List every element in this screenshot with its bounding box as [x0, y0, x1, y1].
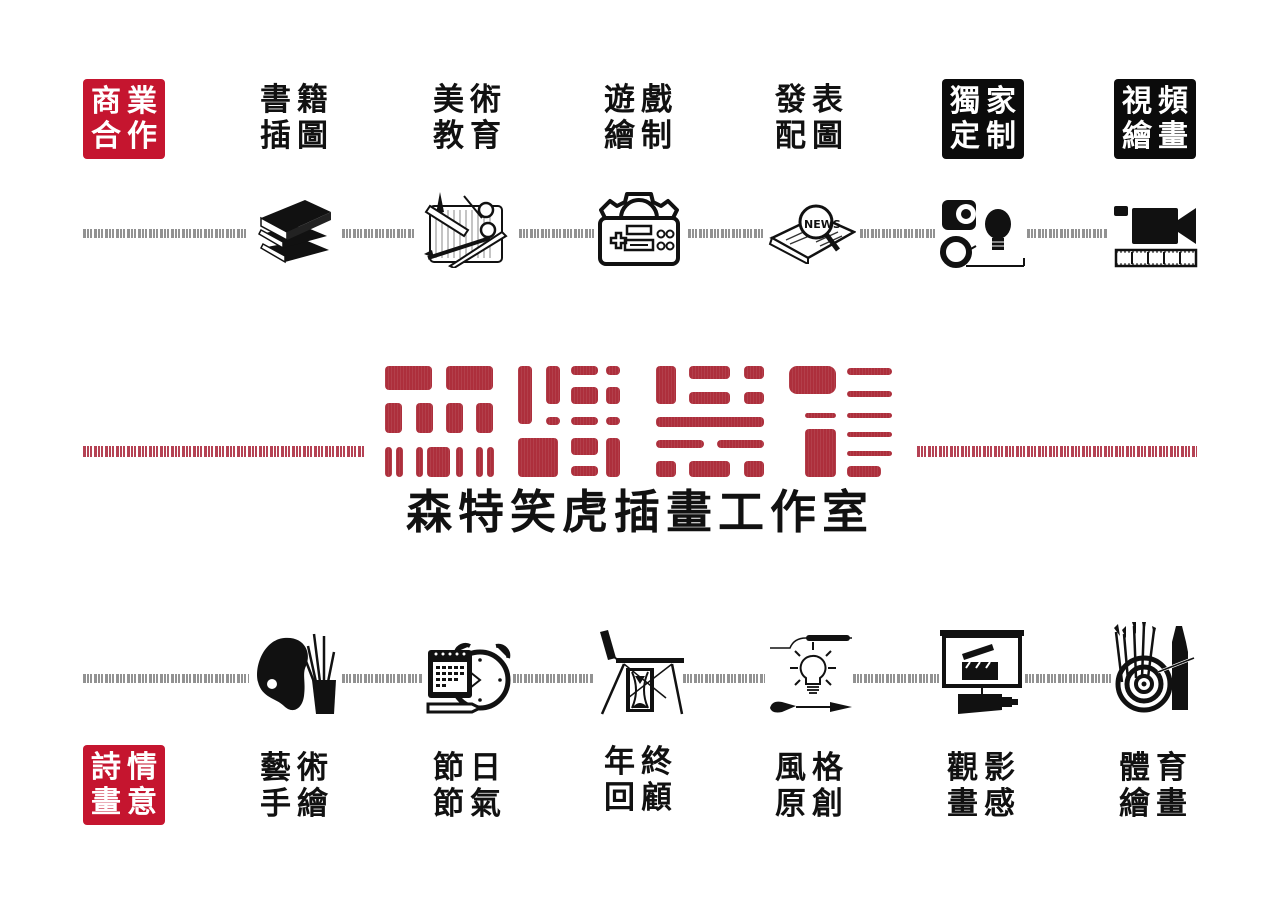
svg-text:NEWS: NEWS: [804, 218, 841, 231]
label-line-2: 回顧: [604, 780, 678, 816]
studio-title: 森特笑虎插畫工作室: [406, 485, 874, 539]
badge-line-1: 視頻: [1122, 84, 1194, 119]
bottom-connector-6: [1025, 674, 1111, 683]
lightbulb-idea-icon: [770, 635, 852, 713]
bottom-connector-3: [513, 674, 593, 683]
label-line-2: 畫感: [947, 786, 1021, 822]
badge-line-2: 合作: [91, 119, 163, 154]
label-game-drawing: 遊戲 繪制: [599, 82, 683, 154]
bottom-connector-2: [342, 674, 422, 683]
newspaper-magnifier-icon: NEWS: [768, 204, 856, 264]
top-connector-6: [1027, 229, 1107, 238]
top-connector-4: [688, 229, 763, 238]
label-line-2: 繪畫: [1119, 786, 1193, 822]
video-drawing-badge: 視頻 繪畫: [1114, 79, 1196, 159]
label-original-style: 風格 原創: [770, 750, 854, 822]
top-connector-1: [83, 229, 247, 238]
badge-line-2: 定制: [950, 119, 1022, 154]
badge-line-2: 畫意: [91, 785, 163, 820]
label-line-2: 手繪: [260, 786, 334, 822]
exclusive-custom-badge: 獨家 定制: [942, 79, 1024, 159]
label-line-1: 觀影: [947, 750, 1021, 786]
bottom-connector-4: [683, 674, 765, 683]
label-sports-drawing: 體育 繪畫: [1114, 750, 1198, 822]
label-line-1: 藝術: [260, 750, 334, 786]
video-camera-film-icon: [1114, 206, 1198, 268]
business-cooperation-badge: 商業 合作: [83, 79, 165, 159]
books-stack-icon: [258, 200, 331, 264]
bottom-connector-5: [853, 674, 941, 683]
label-film-impressions: 觀影 畫感: [942, 750, 1026, 822]
studio-logo-mark: [384, 365, 896, 477]
logo-connector-left: [83, 446, 364, 457]
badge-line-1: 獨家: [950, 84, 1022, 119]
label-line-1: 體育: [1119, 750, 1193, 786]
label-festivals-solar-terms: 節日 節氣: [428, 750, 512, 822]
top-connector-3: [519, 229, 594, 238]
label-book-illustration: 書籍 插圖: [255, 82, 339, 154]
label-line-1: 年終: [604, 744, 678, 780]
label-art-education: 美術 教育: [428, 82, 512, 154]
top-connector-5: [860, 229, 936, 238]
badge-line-2: 繪畫: [1122, 119, 1194, 154]
label-line-1: 遊戲: [604, 82, 678, 118]
label-line-1: 節日: [433, 750, 507, 786]
label-line-2: 插圖: [260, 118, 334, 154]
badge-line-1: 詩情: [91, 750, 163, 785]
palette-brushes-icon: [257, 633, 336, 714]
label-art-handdrawn: 藝術 手繪: [255, 750, 339, 822]
label-line-1: 風格: [775, 750, 849, 786]
label-line-1: 發表: [775, 82, 849, 118]
darts-target-icon: [1114, 622, 1195, 713]
tape-bulb-icon: [940, 200, 1025, 268]
easel-hourglass-icon: [600, 630, 684, 715]
label-line-1: 美術: [433, 82, 507, 118]
screen-clapperboard-icon: [940, 630, 1024, 714]
calendar-alarm-clock-icon: [426, 642, 511, 714]
label-line-2: 節氣: [433, 786, 507, 822]
top-connector-2: [342, 229, 414, 238]
poetic-painting-badge: 詩情 畫意: [83, 745, 165, 825]
label-line-2: 原創: [775, 786, 849, 822]
badge-line-1: 商業: [91, 84, 163, 119]
art-tools-icon: [424, 192, 508, 268]
label-line-2: 配圖: [775, 118, 849, 154]
label-line-1: 書籍: [260, 82, 334, 118]
label-line-2: 教育: [433, 118, 507, 154]
game-controller-gear-icon: [598, 192, 680, 266]
label-year-end-review: 年終 回顧: [599, 744, 683, 816]
label-publication-illustration: 發表 配圖: [770, 82, 854, 154]
logo-connector-right: [917, 446, 1197, 457]
label-line-2: 繪制: [604, 118, 678, 154]
bottom-connector-1: [83, 674, 249, 683]
